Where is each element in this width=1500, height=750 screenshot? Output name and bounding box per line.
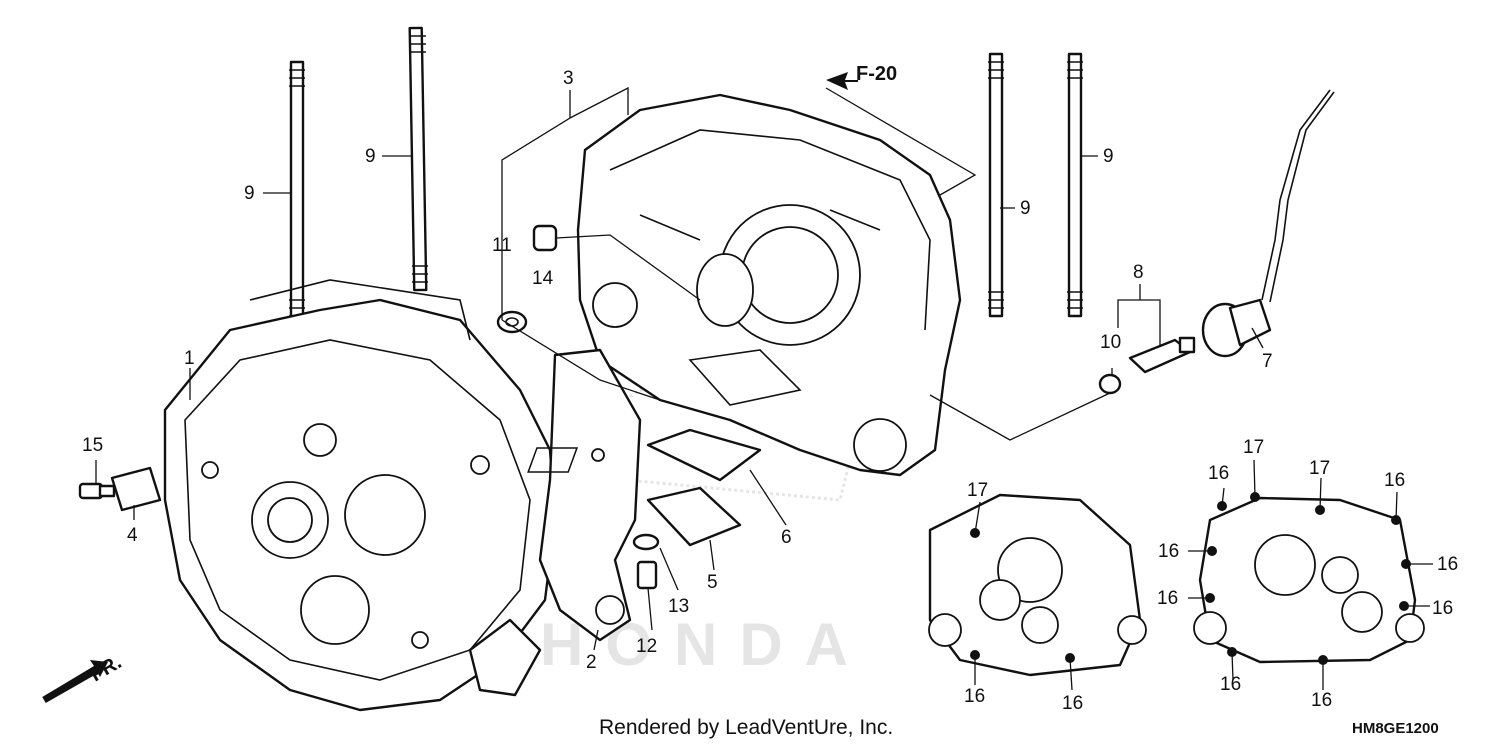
strainer-6 [527,428,762,482]
stud-9-right1 [988,52,1004,318]
callout-16-b: 16 [1384,470,1405,491]
dowel-14 [532,224,558,252]
strainer-5 [646,486,742,547]
callout-15: 15 [82,435,103,456]
callout-12: 12 [636,636,657,657]
bolt-12 [636,560,658,590]
seal-11 [496,310,528,334]
callout-9-c: 9 [1020,198,1031,219]
gasket-right-view [1193,492,1425,665]
callout-9-a: 9 [244,183,255,204]
callout-14: 14 [532,268,554,289]
washer-10 [1098,373,1122,395]
callouts: 1 2 3 4 5 6 7 8 9 9 9 9 10 11 12 13 14 1… [82,68,1458,714]
callout-13: 13 [668,596,689,617]
gasket-left-view [928,493,1147,677]
callout-9-b: 9 [365,146,376,167]
callout-8: 8 [1133,262,1144,283]
gasket-2 [538,348,642,642]
callout-16-i: 16 [1220,674,1241,695]
callout-16-c: 16 [1158,541,1179,562]
leader-lines [95,86,1433,691]
callout-17-c: 17 [1309,458,1330,479]
callout-6: 6 [781,527,792,548]
front-label: FR. [87,651,126,686]
callout-16-a: 16 [1208,463,1229,484]
callout-16-d: 16 [1437,554,1458,575]
render-credit: Rendered by LeadVentUre, Inc. [599,716,893,739]
stud-9-right2 [1067,52,1083,318]
callout-1: 1 [184,348,195,369]
callout-3: 3 [563,68,574,89]
callout-7: 7 [1262,351,1273,372]
diagram-code: HM8GE1200 [1352,720,1439,737]
switch-8 [1128,336,1196,374]
cap-4 [110,466,162,512]
callout-9-d: 9 [1103,146,1114,167]
left-crankcase [163,279,557,712]
f20-label: F-20 [856,63,897,85]
callout-16-e: 16 [1157,588,1178,609]
front-arrow: FR. [42,651,126,704]
bolt-15 [78,482,116,500]
washer-13 [632,533,660,551]
stud-9-mid [408,26,428,292]
callout-16-g: 16 [964,686,985,707]
callout-17-b: 17 [1243,437,1264,458]
f20-reference: F-20 [826,63,897,90]
callout-16-f: 16 [1432,598,1453,619]
callout-2: 2 [586,652,597,673]
callout-5: 5 [707,572,718,593]
callout-17-a: 17 [967,480,988,501]
sensor-7 [1201,89,1335,358]
callout-11: 11 [492,235,512,256]
callout-16-h: 16 [1062,693,1083,714]
callout-10: 10 [1100,332,1121,353]
callout-16-j: 16 [1311,690,1332,711]
callout-4: 4 [127,525,138,546]
